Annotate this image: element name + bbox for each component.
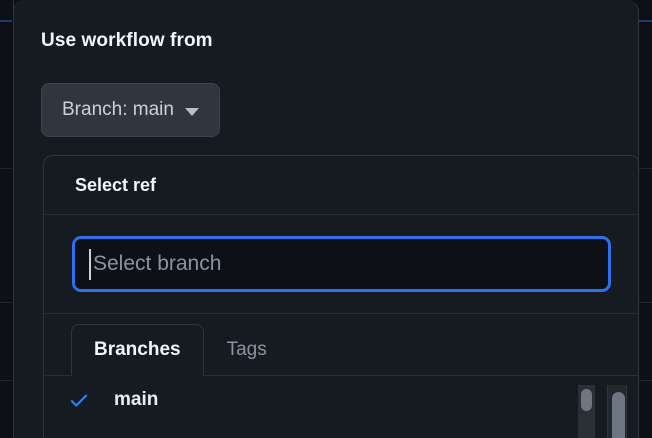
use-workflow-from-dialog: Use workflow from Branch: main Select re…: [13, 0, 639, 438]
tab-branches[interactable]: Branches: [71, 324, 204, 376]
page-right-divider-2: [639, 302, 652, 303]
check-icon: [70, 394, 88, 407]
page-scrollbar-thumb[interactable]: [612, 392, 625, 438]
branch-filter-wrap: [72, 236, 611, 292]
select-ref-filter-row: [44, 215, 638, 314]
ref-type-tabs: Branches Tags: [44, 314, 638, 376]
page-right-divider-3: [639, 380, 652, 381]
page-right-rail: [639, 0, 652, 438]
select-ref-panel: Select ref Branches Tags main: [43, 155, 638, 438]
page-divider-1: [0, 168, 12, 169]
page-divider-3: [0, 380, 12, 381]
branch-filter-input[interactable]: [72, 236, 611, 292]
branch-selector-button[interactable]: Branch: main: [41, 83, 220, 137]
list-item[interactable]: main: [44, 376, 638, 424]
chevron-down-icon: [184, 107, 199, 116]
tabs-baseline: [44, 375, 638, 376]
list-item-label: main: [114, 389, 159, 410]
list-scrollbar-thumb[interactable]: [581, 389, 592, 411]
page-accent-line: [0, 20, 12, 22]
page-left-rail: [0, 0, 14, 438]
ref-list: main: [44, 376, 638, 424]
tab-tags[interactable]: Tags: [226, 339, 267, 360]
dialog-title: Use workflow from: [41, 30, 213, 51]
page-right-accent-line: [639, 20, 652, 22]
select-ref-title: Select ref: [75, 174, 157, 195]
select-ref-header: Select ref: [44, 156, 638, 215]
page-divider-2: [0, 302, 12, 303]
list-vertical-scrollbar[interactable]: [578, 385, 595, 438]
page-right-divider-1: [639, 168, 652, 169]
text-cursor-icon: [89, 249, 91, 280]
page-vertical-scrollbar[interactable]: [607, 385, 627, 438]
branch-selector-label: Branch: main: [62, 99, 174, 120]
